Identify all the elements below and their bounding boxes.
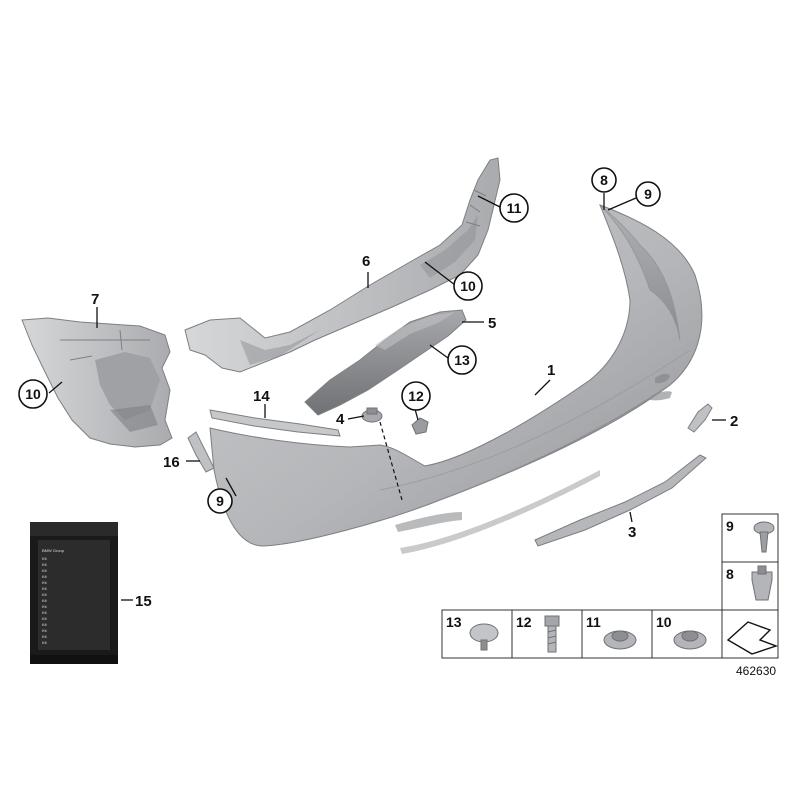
kit-text-line: Kit <box>42 556 48 561</box>
label-part-3: 3 <box>628 524 636 541</box>
label-part-9-top: 9 <box>644 186 652 202</box>
adhesive-kit-bag: BMW Group KitKitKitKitKitKitKitKitKitKit… <box>30 522 118 664</box>
kit-text-line: Kit <box>42 574 48 579</box>
kit-text-line: Kit <box>42 640 48 645</box>
label-part-5: 5 <box>488 315 496 332</box>
label-part-6: 6 <box>362 253 370 270</box>
label-part-4: 4 <box>336 411 345 428</box>
clip-nut-icon <box>603 630 637 650</box>
label-part-8: 8 <box>600 172 608 188</box>
table-label-13: 13 <box>446 614 462 630</box>
label-part-7: 7 <box>91 291 99 308</box>
table-label-11: 11 <box>586 614 601 630</box>
kit-text-line: Kit <box>42 628 48 633</box>
table-label-12: 12 <box>516 614 532 630</box>
hex-nut-icon <box>673 630 707 650</box>
label-part-11: 11 <box>507 200 522 216</box>
screw-icon <box>544 615 560 653</box>
label-part-16: 16 <box>163 454 180 471</box>
rivet-icon <box>469 623 499 651</box>
trim-strip <box>209 409 341 437</box>
side-reflector <box>187 431 215 473</box>
kit-text-line: Kit <box>42 586 48 591</box>
label-part-9-side: 9 <box>216 493 224 509</box>
kit-text-line: Kit <box>42 616 48 621</box>
label-part-1: 1 <box>547 362 555 379</box>
label-part-15: 15 <box>135 593 152 610</box>
kit-text-line: Kit <box>42 568 48 573</box>
lower-bracket <box>304 309 467 416</box>
side-bracket <box>21 317 173 448</box>
kit-text-line: Kit <box>42 562 48 567</box>
expansion-clip-icon <box>751 565 773 601</box>
label-part-12: 12 <box>408 388 424 404</box>
leader-lines <box>48 193 726 601</box>
kit-text-line: Kit <box>42 610 48 615</box>
label-part-14: 14 <box>253 388 270 405</box>
nut-part-12 <box>411 417 429 435</box>
reflector <box>687 403 713 433</box>
kit-text-line: Kit <box>42 592 48 597</box>
kit-brand: BMW Group <box>42 548 65 553</box>
table-label-10: 10 <box>656 614 672 630</box>
label-part-10-left: 10 <box>25 386 41 402</box>
label-part-13: 13 <box>454 352 470 368</box>
table-label-9: 9 <box>726 518 734 534</box>
clip-part-4 <box>361 407 383 423</box>
label-part-10-upper: 10 <box>460 278 476 294</box>
kit-text-line: Kit <box>42 634 48 639</box>
direction-arrow-icon <box>726 621 779 655</box>
kit-text-line: Kit <box>42 604 48 609</box>
kit-text-line: Kit <box>42 598 48 603</box>
table-label-8: 8 <box>726 566 734 582</box>
reference-number: 462630 <box>736 664 776 678</box>
kit-text-line: Kit <box>42 580 48 585</box>
kit-text-line: Kit <box>42 622 48 627</box>
push-clip-icon <box>753 521 775 553</box>
fastener-table: 13 12 11 10 9 8 <box>441 513 779 659</box>
label-part-2: 2 <box>730 413 738 430</box>
lower-trim-strip <box>534 454 707 547</box>
upper-mounting-bracket <box>184 157 501 373</box>
